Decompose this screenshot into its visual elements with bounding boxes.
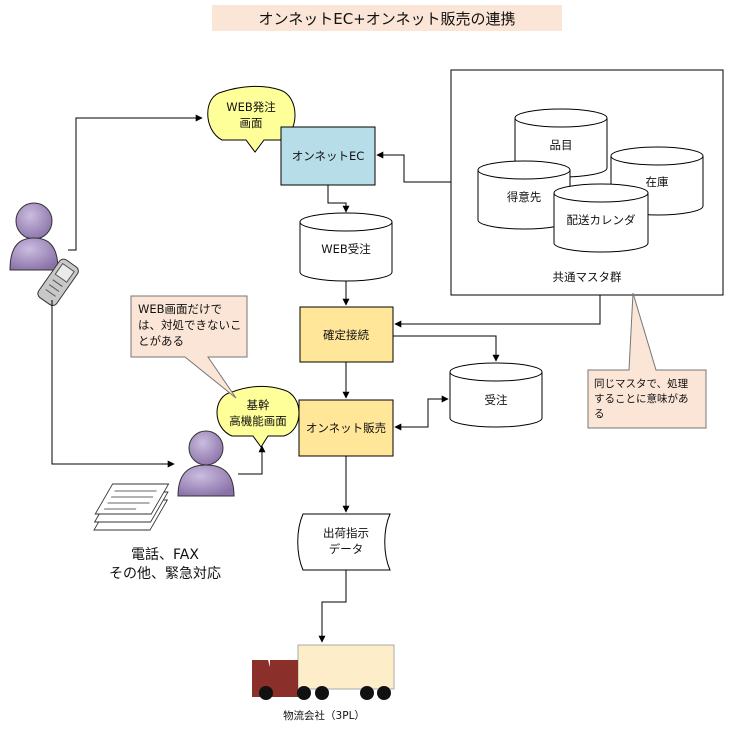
orders-label: 受注 [485,393,508,407]
arrow-master-to-confirm [394,295,601,328]
web-order-screen-bubble: WEB発注 画面 [207,85,296,153]
phone-caption-line2: その他、緊急対応 [109,566,221,582]
db-delivery-calendar: 配送カレンダ [553,183,649,253]
onnet-sales-box: オンネット販売 [298,399,394,457]
mobile-phone-icon [37,258,79,306]
arrow-confirm-to-orders [393,335,500,362]
callout-web-only-line2: は、対処できないこ [138,318,242,332]
confirm-connection-box: 確定接続 [299,306,394,363]
arrow-customer-to-web-screen [68,114,203,251]
core-screen-line1: 基幹 [247,398,270,412]
diagram-title: オンネットEC+オンネット販売の連携 [259,10,516,28]
web-order-screen-line1: WEB発注 [226,100,276,114]
onnet-ec-label: オンネットEC [292,149,365,163]
phone-caption-line1: 電話、FAX [131,546,199,563]
callout-web-only-line1: WEB画面だけで [138,302,222,316]
web-order-received-db: WEB受注 [299,212,393,282]
customer-person-icon [9,202,59,271]
core-screen-line2: 高機能画面 [229,414,287,428]
db-delivery-calendar-label: 配送カレンダ [567,213,636,227]
db-stock-label: 在庫 [646,175,669,189]
arrow-shipping-to-truck [318,570,347,643]
callout-web-only-line3: とがある [138,334,184,348]
onnet-ec-box: オンネットEC [280,126,376,186]
arrow-master-to-ec [376,151,451,183]
shipping-data-doc: 出荷指示 データ [297,513,391,571]
callout-same-master: 同じマスタで、処理 することに意味があ る [587,292,707,429]
callout-web-only: WEB画面だけで は、対処できないこ とがある [130,295,248,399]
callout-same-master-line3: る [594,408,605,420]
fax-documents-icon [93,483,170,531]
arrow-phone-to-operator [51,300,175,468]
operator-person-icon [177,430,235,497]
arrow-orders-sales [394,395,449,431]
title-banner: オンネットEC+オンネット販売の連携 [212,5,562,31]
master-group: 共通マスタ群 品目 得意先 在庫 配送カレンダ [450,69,724,296]
core-screen-bubble: 基幹 高機能画面 [216,385,300,448]
web-order-received-label: WEB受注 [321,242,371,256]
shipping-data-line1: 出荷指示 [323,526,369,540]
confirm-connection-label: 確定接続 [323,328,369,342]
logistics-label: 物流会社（3PL） [283,709,365,722]
shipping-data-line2: データ [329,542,364,556]
callout-same-master-line2: することに意味があ [594,392,689,405]
arrow-operator-to-core-screen [238,445,266,475]
connectors [51,114,601,643]
arrow-ec-to-web-received [327,185,350,213]
db-items-label: 品目 [550,138,573,152]
truck-icon [252,644,395,700]
db-customers: 得意先 [477,160,571,230]
master-group-label: 共通マスタ群 [553,270,622,284]
onnet-sales-label: オンネット販売 [306,421,386,435]
web-order-screen-line2: 画面 [240,116,263,130]
orders-db: 受注 [449,362,543,428]
db-customers-label: 得意先 [507,190,542,204]
callout-same-master-line1: 同じマスタで、処理 [594,377,689,390]
